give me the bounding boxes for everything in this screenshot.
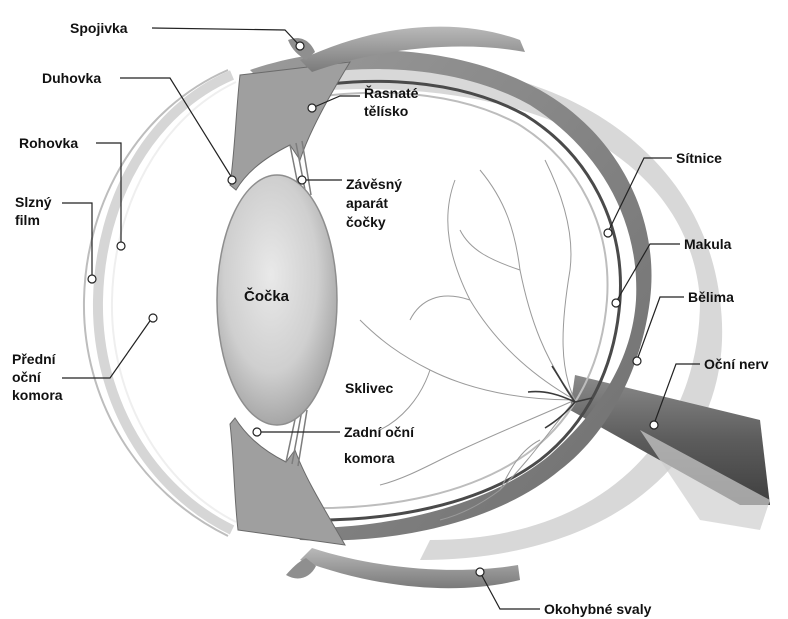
label-slzny-film-1: Slzný <box>15 193 52 211</box>
label-zadni-2: komora <box>344 449 395 467</box>
label-predni-2: oční <box>12 368 41 386</box>
label-rasnate-2: tělísko <box>364 102 408 120</box>
label-zavesny-2: aparát <box>346 194 388 212</box>
label-zadni-1: Zadní oční <box>344 423 414 441</box>
label-predni-1: Přední <box>12 350 56 368</box>
label-slzny-film-2: film <box>15 211 40 229</box>
label-rasnate-1: Řasnaté <box>364 84 418 102</box>
label-ocni-nerv: Oční nerv <box>704 355 769 373</box>
ciliary-body-top <box>230 62 350 190</box>
label-spojivka: Spojivka <box>70 19 128 37</box>
label-zavesny-3: čočky <box>346 213 386 231</box>
label-belima: Bělima <box>688 288 734 306</box>
label-sitnice: Sítnice <box>676 149 722 167</box>
ciliary-body-bottom <box>230 418 345 545</box>
leader-spojivka <box>152 28 300 46</box>
label-sklivec: Sklivec <box>345 379 393 397</box>
label-cocka: Čočka <box>244 288 289 306</box>
label-makula: Makula <box>684 235 731 253</box>
label-okohybne-svaly: Okohybné svaly <box>544 600 651 618</box>
label-rohovka: Rohovka <box>19 134 78 152</box>
label-zavesny-1: Závěsný <box>346 175 402 193</box>
label-predni-3: komora <box>12 386 63 404</box>
label-duhovka: Duhovka <box>42 69 101 87</box>
